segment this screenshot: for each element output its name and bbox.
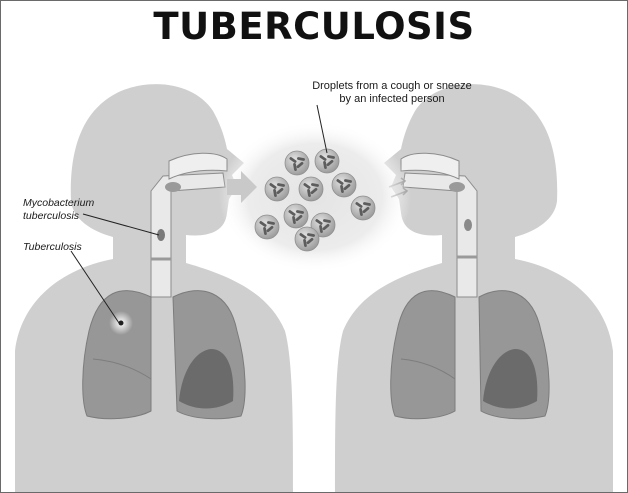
label-mycobacterium: Mycobacterium tuberculosis	[23, 197, 94, 223]
droplet	[255, 215, 279, 239]
droplet-body	[284, 204, 308, 228]
label-droplets-line2: by an infected person	[277, 93, 507, 106]
droplet-body	[295, 227, 319, 251]
label-droplets: Droplets from a cough or sneeze by an in…	[277, 80, 507, 106]
infection-spot-core	[119, 321, 124, 326]
droplet	[295, 227, 319, 251]
droplet-body	[265, 177, 289, 201]
droplet	[285, 151, 309, 175]
right-trachea-bacteria	[464, 219, 472, 231]
left-mucus-spot	[165, 182, 181, 192]
label-myco-line2: tuberculosis	[23, 210, 94, 223]
droplet-body	[285, 151, 309, 175]
label-tuberculosis: Tuberculosis	[23, 241, 82, 254]
droplet	[332, 173, 356, 197]
droplet-body	[255, 215, 279, 239]
page-title: TUBERCULOSIS	[1, 7, 627, 47]
label-myco-line1: Mycobacterium	[23, 197, 94, 210]
label-droplets-line1: Droplets from a cough or sneeze	[277, 80, 507, 93]
droplet	[284, 204, 308, 228]
droplet	[351, 196, 375, 220]
right-mucus-spot	[449, 182, 465, 192]
droplet	[299, 177, 323, 201]
droplet	[265, 177, 289, 201]
droplet-body	[299, 177, 323, 201]
droplet-cloud	[219, 121, 411, 273]
droplet-body	[332, 173, 356, 197]
droplet-body	[351, 196, 375, 220]
